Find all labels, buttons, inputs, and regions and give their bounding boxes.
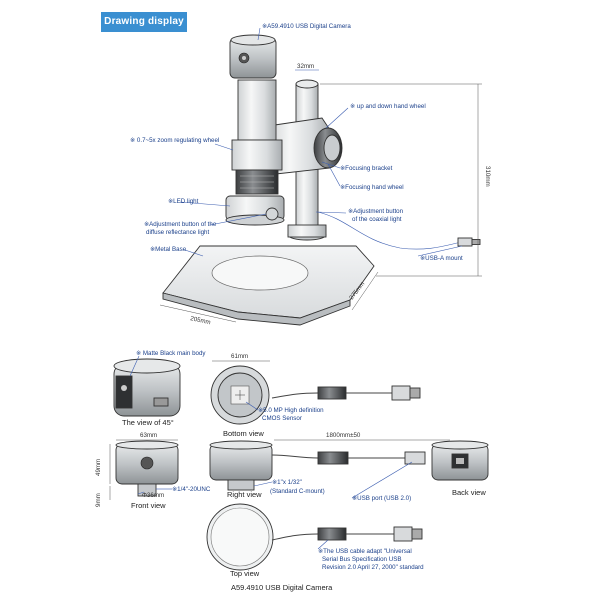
label-cable-3: Revision 2.0 April 27, 2000" standard (322, 564, 424, 571)
label-camera: ※A59.4910 USB Digital Camera (262, 23, 351, 30)
label-matte-body: ※ Matte Black main body (136, 350, 206, 357)
label-usb-port: ※USB port (USB 2.0) (352, 495, 411, 502)
caption-back-view: Back view (452, 488, 486, 497)
label-dim-310: 310mm (484, 166, 491, 187)
usb-cable-view-1 (271, 385, 421, 401)
label-dim-32: 32mm (297, 63, 314, 70)
camera-back-view (431, 440, 489, 481)
footer-caption: A59.4910 USB Digital Camera (231, 583, 333, 592)
label-metal-base: ※Metal Base (150, 246, 187, 253)
label-cable-1: ※The USB cable adapt "Universal (318, 548, 412, 555)
caption-bottom-view: Bottom view (223, 429, 264, 438)
camera-bottom-view (210, 365, 270, 425)
caption-right-view: Right view (227, 490, 262, 499)
bottom-leader-lines (109, 355, 450, 550)
usb-cable-view-2 (271, 451, 426, 465)
label-cable-2: Serial Bus Specification USB (322, 556, 401, 563)
camera-front-view (115, 440, 179, 497)
label-dim-63: 63mm (140, 432, 157, 439)
label-sensor-1: ※5.0 MP High definition (258, 407, 324, 414)
caption-view-45: The view of 45° (122, 418, 174, 427)
label-dim-9: 9mm (95, 493, 102, 507)
camera-view-45 (113, 358, 181, 417)
usb-a-plug (457, 237, 481, 247)
top-leader-lines (159, 27, 482, 323)
caption-front-view: Front view (131, 501, 166, 510)
label-dim-205: 205mm (190, 315, 212, 326)
label-focusing-hand-wheel: ※Focusing hand wheel (340, 184, 404, 191)
label-sensor-2: CMOS Sensor (262, 415, 302, 422)
caption-top-view: Top view (230, 569, 260, 578)
label-thread: ※1/4"-20UNC (172, 486, 211, 493)
label-dim-36: Φ36mm (142, 492, 164, 499)
header-tab: Drawing display (101, 12, 187, 32)
label-dim-61: 61mm (231, 353, 248, 360)
bottom-labels: ※ Matte Black main body 61mm The view of… (95, 350, 486, 592)
metal-base (162, 245, 375, 326)
camera-top-view (206, 503, 274, 571)
optical-tube (225, 79, 285, 226)
usb-cable-view-3 (271, 526, 423, 542)
usb-camera-head (229, 34, 277, 79)
label-zoom-wheel: ※ 0.7~5x zoom regulating wheel (130, 137, 219, 144)
focusing-hand-wheel (313, 127, 343, 169)
label-dim-1800: 1800mm±50 (326, 432, 361, 439)
label-led-light: ※LED light (168, 198, 199, 205)
microscope-assembly (162, 34, 481, 326)
usb-cable (317, 211, 463, 250)
label-adj-coaxial-2: of the coaxial light (352, 216, 402, 223)
camera-right-view (209, 440, 273, 491)
label-adj-coaxial-1: ※Adjustment button (348, 208, 404, 215)
label-hand-wheel: ※ up and down hand wheel (350, 103, 426, 110)
label-adj-diffuse-1: ※Adjustment button of the (144, 221, 217, 228)
label-adj-diffuse-2: diffuse reflectance light (146, 229, 209, 236)
label-mount-1: ※1"x 1/32" (272, 479, 302, 486)
label-focusing-bracket: ※Focusing bracket (340, 165, 393, 172)
label-usb-a-mount: ※USB-A mount (420, 255, 463, 262)
label-dim-49: 49mm (95, 459, 102, 476)
label-mount-2: (Standard C-mount) (270, 488, 325, 495)
